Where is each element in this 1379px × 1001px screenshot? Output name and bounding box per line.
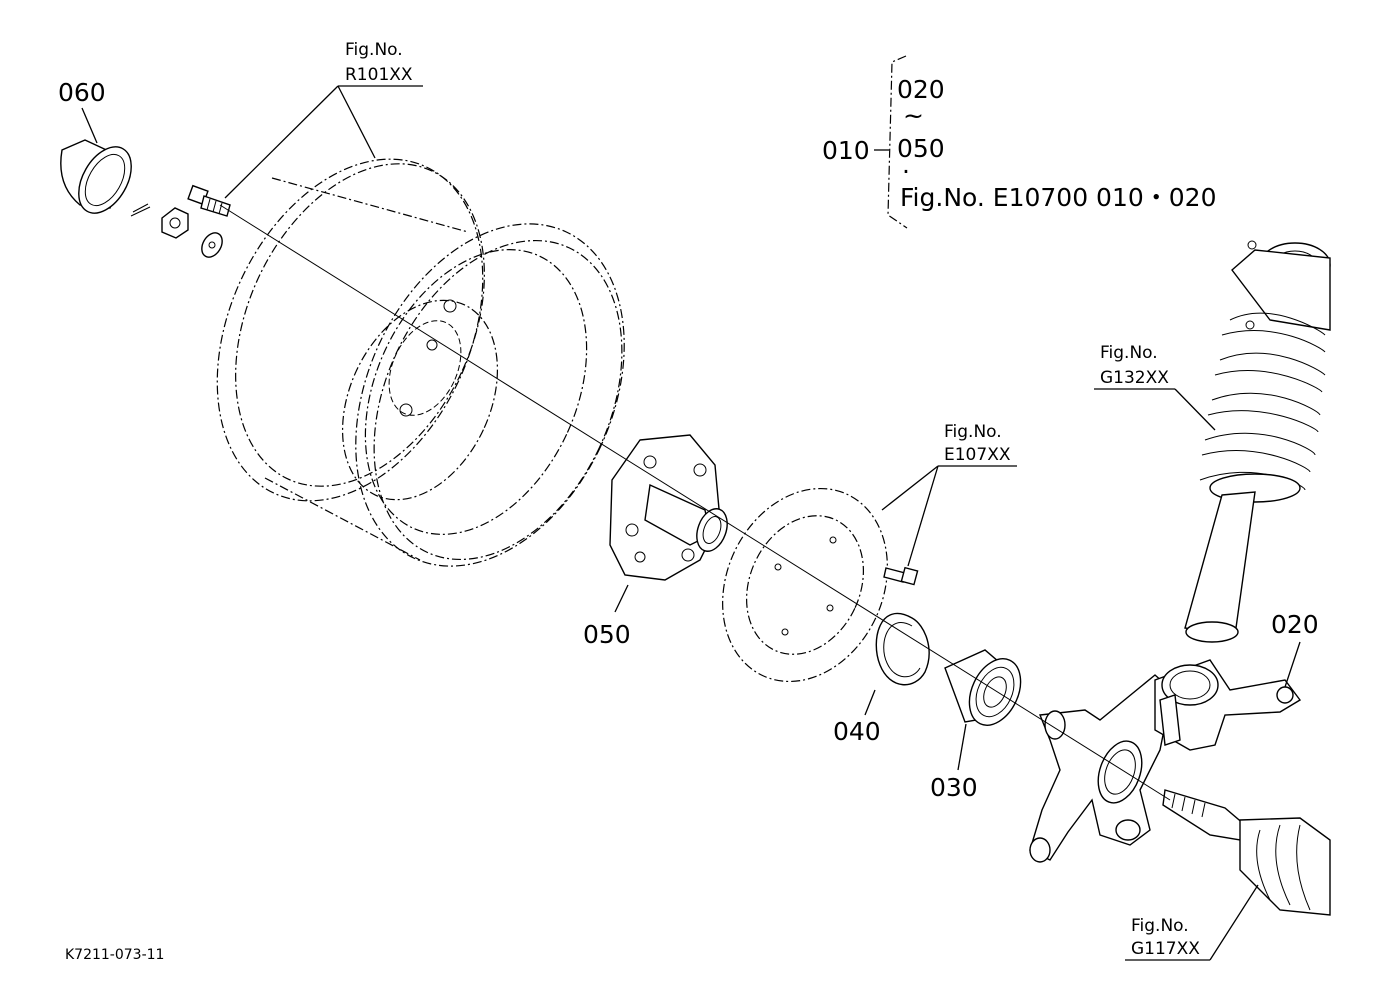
brake-disc [722, 487, 888, 683]
part-number-050: 050 [583, 620, 631, 649]
fig-ref-g117-line1: Fig.No. [1131, 916, 1189, 936]
fig-ref-e107-line1: Fig.No. [944, 422, 1002, 442]
part-number-040: 040 [833, 717, 881, 746]
assembly-note: 010 020 ~ 050 · Fig.No. E10700 010・020 [822, 55, 1216, 229]
note-range-tilde: ~ [903, 101, 924, 130]
leader-060 [81, 107, 98, 144]
note-dot: · [902, 157, 910, 186]
strut-assembly [1184, 240, 1331, 643]
fig-ref-r101: Fig.No. R101XX [224, 40, 423, 199]
note-reference: Fig.No. E10700 010・020 [900, 183, 1216, 212]
fig-ref-g132: Fig.No. G132XX [1094, 343, 1216, 431]
note-range-end: 050 [897, 134, 945, 163]
disc-bolt [883, 566, 919, 586]
note-parent-number: 010 [822, 136, 870, 165]
bearing-030 [944, 649, 1022, 726]
fig-ref-e107: Fig.No. E107XX [881, 422, 1017, 567]
hub-cap-060 [60, 139, 132, 214]
wheel-rim [216, 158, 625, 567]
steering-knuckle [1029, 674, 1173, 863]
fig-ref-r101-line2: R101XX [345, 65, 413, 85]
fig-ref-g117-line2: G117XX [1131, 939, 1200, 959]
fig-ref-r101-line1: Fig.No. [345, 40, 403, 60]
fig-ref-g132-line2: G132XX [1100, 368, 1169, 388]
drawing-id: K7211-073-11 [65, 947, 164, 963]
steering-arm-020 [1154, 659, 1302, 751]
part-number-020: 020 [1271, 610, 1319, 639]
center-axis [219, 204, 1171, 801]
leader-020 [1284, 641, 1301, 688]
hub-050 [609, 434, 728, 581]
fig-ref-g132-line1: Fig.No. [1100, 343, 1158, 363]
part-number-030: 030 [930, 773, 978, 802]
leader-050 [614, 584, 629, 613]
leader-030 [957, 723, 967, 771]
note-range-start: 020 [897, 75, 945, 104]
drive-shaft [1162, 789, 1331, 916]
fig-ref-g117: Fig.No. G117XX [1125, 884, 1259, 961]
fastener-set [130, 184, 231, 258]
fig-ref-e107-line2: E107XX [944, 445, 1011, 465]
note-bracket [887, 55, 908, 229]
part-number-060: 060 [58, 78, 106, 107]
leader-040 [864, 689, 876, 716]
snap-ring-040 [875, 612, 930, 686]
